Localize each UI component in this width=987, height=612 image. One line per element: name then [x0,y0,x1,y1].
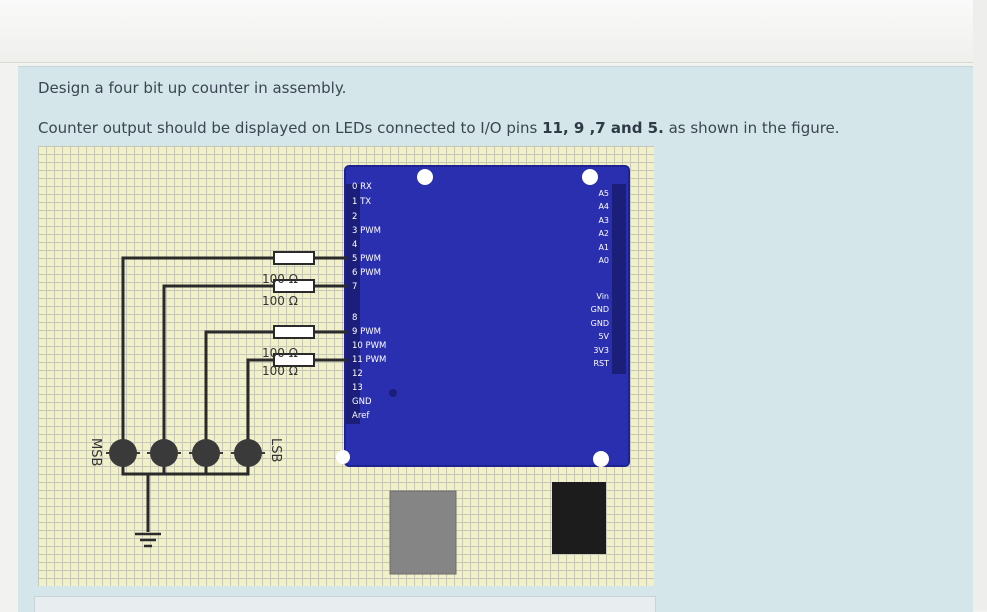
question-pin-list: 11, 9 ,7 and 5. [542,119,664,137]
analog-pin-header [612,184,626,374]
wire-pin11 [246,358,274,442]
mounting-hole [417,169,433,185]
pin-label: 7 [352,282,357,292]
resistor [273,251,315,265]
resistor [273,325,315,339]
resistor [273,279,315,293]
pin-label: RST [593,359,609,368]
browser-top-strip [0,0,987,63]
pin-label: Aref [352,411,370,421]
pin-label: 3 PWM [352,226,381,236]
pin-label: 12 [352,369,363,379]
wire-pin5 [121,256,274,442]
reset-button [389,389,397,397]
pin-label: 1 TX [352,197,371,207]
mounting-hole [593,451,609,467]
usb-connector [389,490,457,575]
circuit-diagram: 0 RX 1 TX 2 3 PWM 4 5 PWM 6 PWM 7 8 9 PW… [88,165,630,575]
wire-pin7 [162,284,274,442]
arduino-board [344,165,630,467]
pin-label: 4 [352,240,357,250]
pin-label: Vin [596,292,609,301]
pin-label: 6 PWM [352,268,381,278]
question-line-2-suffix: as shown in the figure. [663,119,840,137]
pin-label: 3V3 [593,346,609,355]
question-line-2-prefix: Counter output should be displayed on LE… [38,119,543,137]
pin-label: A1 [598,243,609,252]
ground-symbol [135,532,161,548]
resistor-label: 100 Ω [262,364,298,378]
digital-pin-header [346,184,360,424]
pin-label: 5V [598,332,609,341]
lsb-label: LSB [268,438,283,462]
resistor-label: 100 Ω [262,294,298,308]
page-edge [973,0,987,611]
question-card: Design a four bit up counter in assembly… [18,66,973,612]
pin-label: 13 [352,383,363,393]
pin-label: A2 [598,229,609,238]
question-line-1: Design a four bit up counter in assembly… [38,79,347,97]
wire-pin9 [204,330,274,442]
msb-label: MSB [88,438,103,466]
pin-label: GND [591,305,609,314]
pin-label: GND [591,319,609,328]
pin-label: GND [352,397,372,407]
pin-label: A3 [598,216,609,225]
resistor-label: 100 Ω [262,346,298,360]
ground-bus [121,464,250,476]
pin-label: A0 [598,256,609,265]
circuit-figure: 0 RX 1 TX 2 3 PWM 4 5 PWM 6 PWM 7 8 9 PW… [38,146,654,586]
pin-label: A5 [598,189,609,198]
pin-label: 5 PWM [352,254,381,264]
mounting-hole [336,450,350,464]
pin-label: 2 [352,212,357,222]
mounting-hole [582,169,598,185]
answer-box-edge[interactable] [34,596,656,612]
pin-label: 11 PWM [352,355,386,365]
pin-label: 0 RX [352,182,372,192]
resistor [273,353,315,367]
power-jack [552,482,606,554]
pin-label: 10 PWM [352,341,386,351]
question-line-2: Counter output should be displayed on LE… [38,119,840,137]
pin-label: 9 PWM [352,327,381,337]
pin-label: 8 [352,313,357,323]
pin-label: A4 [598,202,609,211]
resistor-label: 100 Ω [262,272,298,286]
